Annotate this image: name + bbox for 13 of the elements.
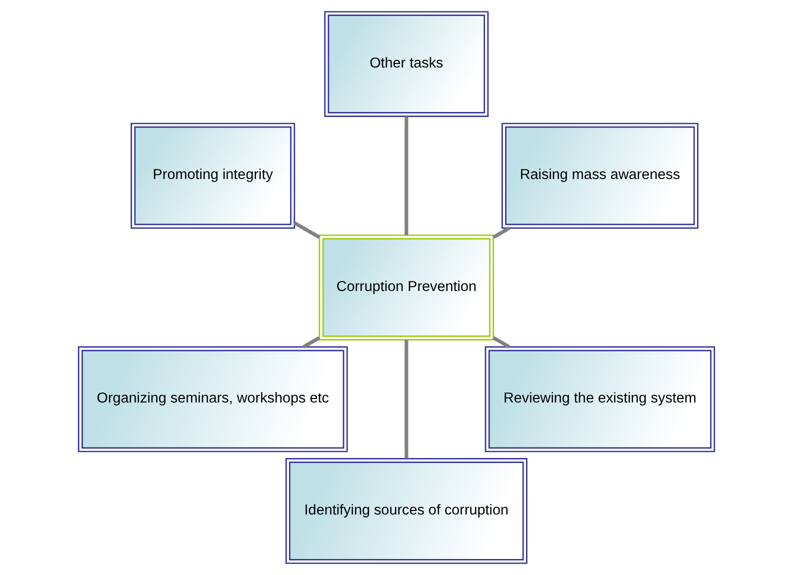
node-box: Reviewing the existing system: [484, 346, 716, 452]
node-box: Corruption Prevention: [318, 234, 494, 340]
node-box: Promoting integrity: [130, 122, 296, 229]
connector: [404, 340, 408, 459]
connector: [492, 336, 510, 348]
node-box: Identifying sources of corruption: [285, 458, 528, 564]
node-box: Raising mass awareness: [502, 122, 698, 229]
connector: [302, 336, 320, 348]
connector: [294, 221, 320, 239]
node-box: Organizing seminars, workshops etc: [78, 346, 348, 452]
node-box: Other tasks: [324, 11, 489, 117]
connector: [492, 226, 510, 239]
connector: [404, 116, 408, 236]
